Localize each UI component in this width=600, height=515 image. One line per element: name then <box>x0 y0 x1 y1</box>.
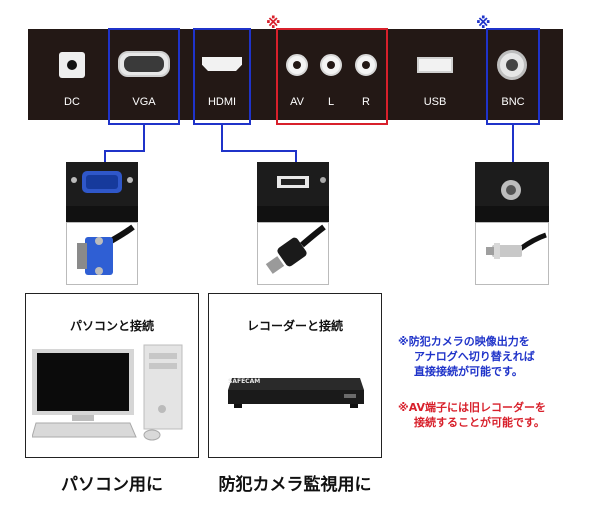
pc-box-title: パソコンと接続 <box>69 319 154 333</box>
note-red: ※AV端子には旧レコーダーを 接続することが可能です。 <box>398 400 598 430</box>
r-label: R <box>362 96 370 108</box>
av-jack <box>286 54 308 76</box>
vga-port-photo <box>66 162 138 222</box>
usb-port <box>417 57 453 73</box>
hdmi-connector-line-v2 <box>295 150 297 162</box>
hdmi-port <box>202 57 242 71</box>
note-red-line-1: ※AV端子には旧レコーダーを <box>398 401 546 414</box>
vga-connector-line-h <box>104 150 145 152</box>
hdmi-cable-photo <box>257 222 329 285</box>
bnc-mark: ※ <box>476 14 491 32</box>
bnc-label: BNC <box>501 96 525 108</box>
vga-highlight-box <box>108 28 180 125</box>
bnc-highlight-box <box>486 28 540 125</box>
pc-caption: パソコン用に <box>61 475 163 495</box>
av-mark: ※ <box>266 14 281 32</box>
pc-illustration <box>31 343 192 443</box>
l-jack <box>320 54 342 76</box>
vga-connector-line-v1 <box>143 125 145 150</box>
note-red-line-2: 接続することが可能です。 <box>414 416 545 429</box>
vga-label: VGA <box>132 96 156 108</box>
bnc-connector-line <box>512 125 514 162</box>
l-label: L <box>327 96 335 108</box>
vga-cable-photo <box>66 222 138 285</box>
av-label: AV <box>290 96 304 108</box>
dc-label: DC <box>64 96 80 108</box>
recorder-brand-label: SAFECAM <box>228 378 261 385</box>
av-highlight-box <box>276 28 388 125</box>
hdmi-connector-line-v1 <box>221 125 223 150</box>
bnc-cable-photo <box>475 222 549 285</box>
recorder-illustration <box>224 368 368 418</box>
bnc-port-center <box>506 59 518 71</box>
usb-label: USB <box>423 96 447 108</box>
recorder-connection-box <box>208 293 382 458</box>
hdmi-connector-line-h <box>221 150 297 152</box>
dc-port-hole <box>67 60 77 70</box>
hdmi-port-photo <box>257 162 329 222</box>
bnc-port-photo <box>475 162 549 222</box>
note-blue-line-1: ※防犯カメラの映像出力を <box>398 335 530 348</box>
note-blue: ※防犯カメラの映像出力を アナログへ切り替えれば 直接接続が可能です。 <box>398 334 598 379</box>
r-jack <box>355 54 377 76</box>
vga-port-inner <box>124 56 164 72</box>
hdmi-highlight-box <box>193 28 251 125</box>
hdmi-label: HDMI <box>207 96 237 108</box>
note-blue-line-3: 直接接続が可能です。 <box>414 365 523 378</box>
note-blue-line-2: アナログへ切り替えれば <box>414 350 535 363</box>
recorder-box-title: レコーダーと接続 <box>246 319 343 333</box>
camera-caption: 防犯カメラ監視用に <box>218 475 372 495</box>
vga-connector-line-v2 <box>104 150 106 162</box>
